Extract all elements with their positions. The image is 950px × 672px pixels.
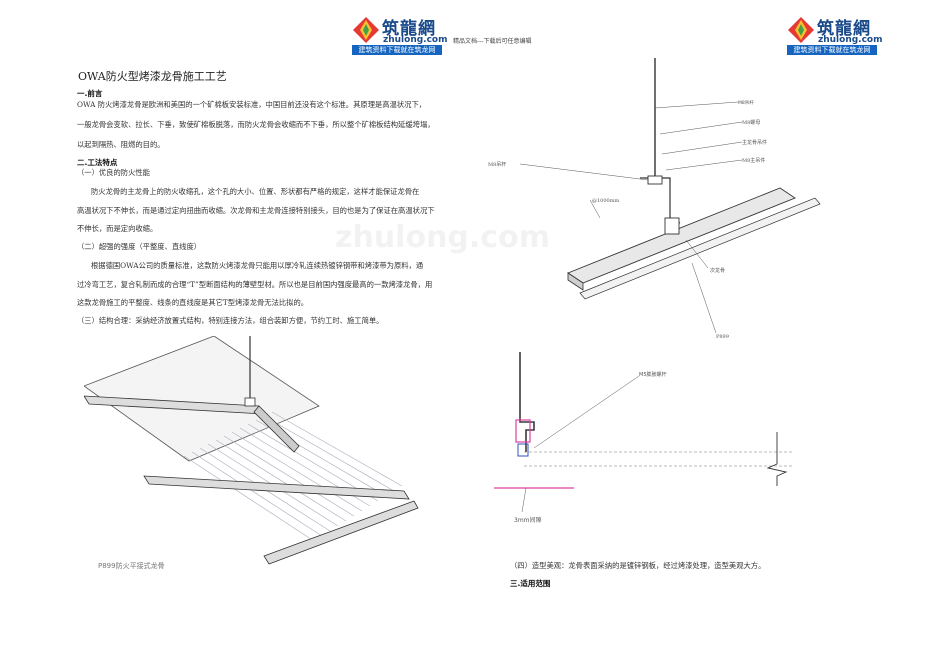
preface-line-3: 以起到隔热、阻燃的目的。 (77, 140, 165, 149)
wall-trim-section-drawing: M5膨胀螺杆 3mm间隙 (494, 352, 794, 524)
feature-4-text: （四）造型美观：龙骨表面采纳的是镀锌钢板，经过烤漆处理，造型美观大方。 (510, 561, 766, 570)
feature-3-text: （三）结构合理：采纳经济放置式结构，特别连接方法，组合装卸方便，节约工时、施工简… (77, 316, 384, 325)
logo-chinese-name: 筑龍網 (817, 19, 871, 39)
section-heading-preface: 一.前言 (77, 89, 103, 98)
runner-detail-drawing: M8吊杆 M8螺母 主龙骨吊件 M8主吊件 M8吊杆 @1000mm 次龙骨 P… (488, 58, 821, 340)
watermark: zhulong.com (335, 220, 550, 255)
logo-slogan-band: 建筑资料下载就在筑龙网 (787, 45, 877, 55)
section-heading-scope: 三.适用范围 (510, 579, 551, 588)
fig2-label-2: M8螺母 (742, 119, 760, 126)
feature-1-line-1: 防火龙骨的主龙骨上的防火收缩孔，这个孔的大小、位置、形状都有严格的规定，这样才能… (91, 187, 420, 196)
zhulong-logo-icon (353, 17, 379, 43)
ceiling-grid-drawing: P899防火平接式龙骨 (84, 336, 419, 570)
zhulong-logo-icon (788, 17, 814, 43)
figure-1-caption: P899防火平接式龙骨 (98, 561, 165, 570)
document-title: OWA防火型烤漆龙骨施工工艺 (78, 70, 227, 83)
feature-1-line-2: 高温状况下不伸长，而是通过定向扭曲而收缩。次龙骨和主龙骨连接特别接头，目的也是为… (77, 206, 435, 215)
logo-english-name: zhulong.com (818, 35, 883, 45)
fig3-label-2: 3mm间隙 (514, 516, 542, 524)
feature-2-line-3: 这款龙骨施工的平整度、线条的直线度是其它T型烤漆龙骨无法比拟的。 (77, 298, 309, 307)
fig2-label-6: @1000mm (592, 197, 619, 204)
preface-line-1: OWA 防火烤漆龙骨是欧洲和美国的一个矿棉板安装标准，中国目前还没有这个标准。其… (77, 100, 427, 109)
header-logo-right: 筑龍網 zhulong.com 建筑资料下载就在筑龙网 (787, 14, 883, 56)
header-note: 精品文档---下载后可任意编辑 (453, 38, 532, 45)
feature-2-line-1: 根据德国OWA公司的质量标准，这款防火烤漆龙骨只能用以厚冷轧连续热镀锌钢带和烤漆… (91, 261, 424, 270)
feature-2-heading: （二）超强的强度（平整度、直线度） (77, 242, 202, 251)
feature-1-line-3: 不伸长，而是定向收缩。 (77, 224, 158, 233)
header-logo-center: 筑龍網 zhulong.com 建筑资料下载就在筑龙网 (352, 14, 448, 56)
feature-1-heading: （一）优良的防火性能 (77, 168, 150, 177)
fig2-label-4: M8主吊件 (742, 157, 765, 164)
preface-line-2: 一般龙骨会变软、拉长、下垂，致使矿棉板脱落，而防火龙骨会收缩而不下垂，所以整个矿… (77, 120, 435, 129)
section-heading-features: 二.工法特点 (77, 158, 118, 167)
fig2-label-1: M8吊杆 (738, 99, 754, 106)
fig2-label-8: P899 (716, 334, 729, 340)
fig2-label-7: 次龙骨 (710, 267, 725, 274)
logo-slogan-band: 建筑资料下载就在筑龙网 (352, 45, 442, 55)
logo-english-name: zhulong.com (383, 35, 448, 45)
fig3-label-1: M5膨胀螺杆 (639, 371, 667, 378)
fig2-label-3: 主龙骨吊件 (742, 139, 767, 146)
fig2-label-5: M8吊杆 (488, 161, 506, 168)
logo-chinese-name: 筑龍網 (382, 19, 436, 39)
feature-2-line-2: 过冷弯工艺，复合轧制而成的合理“T”型断面结构的薄壁型材。所以也是目前国内强度最… (77, 280, 433, 289)
